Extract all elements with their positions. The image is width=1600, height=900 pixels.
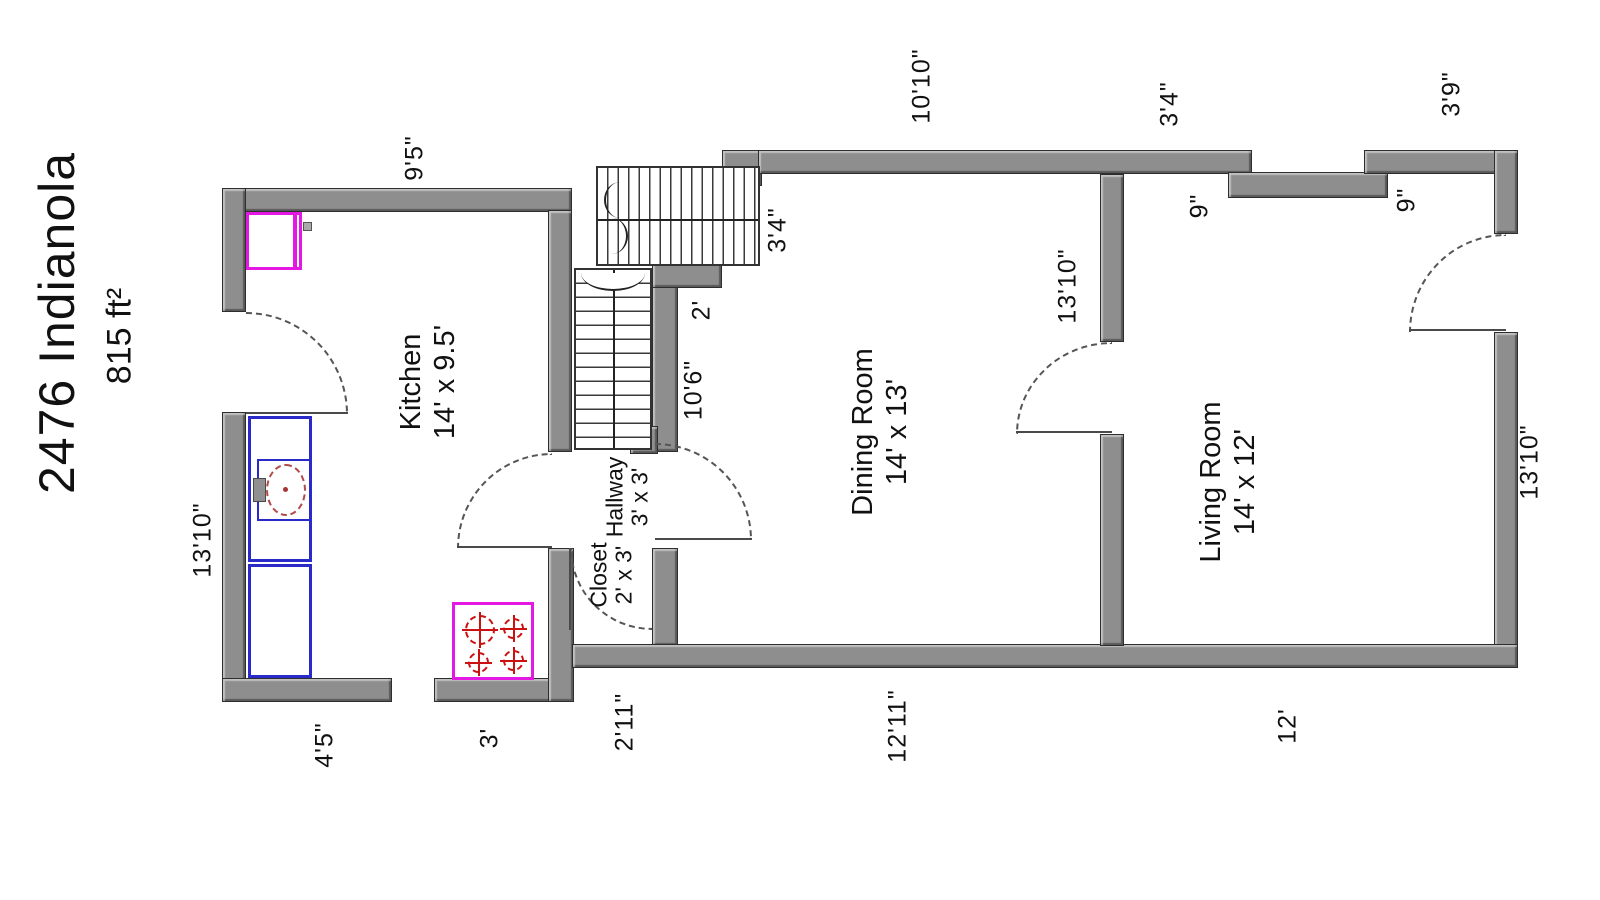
wall-divider-upper xyxy=(1100,174,1124,342)
room-label-kitchen: Kitchen 14' x 9.5' xyxy=(394,325,462,439)
dim-nook-depth-right: 9" xyxy=(1392,187,1421,213)
room-name: Kitchen xyxy=(394,333,427,431)
room-label-hallway: Hallway 3' x 3' xyxy=(601,456,654,538)
dim-kitchen-bottom-left: 4'5" xyxy=(310,722,339,768)
wall-landing-stub xyxy=(652,262,722,288)
hallway-dining-door-arc xyxy=(655,443,752,540)
dim-top-right-width: 3'9" xyxy=(1437,71,1466,117)
room-name: Hallway xyxy=(601,456,628,538)
wall-kitchen-left-upper xyxy=(222,188,246,312)
dim-landing-depth: 2' xyxy=(687,299,716,321)
hallway-dining-door-leaf xyxy=(655,538,752,540)
dim-kitchen-top-width: 9'5" xyxy=(400,135,429,181)
dim-nook-depth-left: 9" xyxy=(1185,193,1214,219)
dim-dining-wall-height: 13'10" xyxy=(1053,248,1082,324)
room-label-living: Living Room 14' x 12' xyxy=(1194,401,1262,562)
refrigerator-knob xyxy=(303,222,312,231)
dim-dining-bottom-width: 12'11" xyxy=(883,689,912,763)
room-size: 3' x 3' xyxy=(627,467,653,527)
room-label-dining: Dining Room 14' x 13' xyxy=(846,348,914,516)
wall-kitchen-top xyxy=(222,188,572,212)
stove-burner xyxy=(500,647,527,674)
wall-kitchen-bottom-left xyxy=(222,678,392,702)
stair-direction-arrow xyxy=(581,273,645,291)
dim-dining-top-width: 10'10" xyxy=(907,48,936,124)
plan-area: 815 ft² xyxy=(100,287,139,385)
dim-entry-stairs-width: 3'4" xyxy=(763,207,792,253)
wall-nook-recessed xyxy=(1228,172,1388,198)
stair-center-rail xyxy=(613,270,615,448)
stove-burner xyxy=(462,612,498,648)
wall-kitchen-left-lower xyxy=(222,412,246,702)
closet-door-leaf xyxy=(569,548,571,630)
dining-living-door-arc xyxy=(1016,342,1112,434)
hallway-kitchen-door-leaf xyxy=(457,546,552,548)
stove xyxy=(452,602,534,680)
stair-mid-rail xyxy=(598,219,758,221)
interior-stairs xyxy=(574,268,652,450)
stair-direction-arrow xyxy=(604,182,620,218)
room-name: Living Room xyxy=(1194,401,1227,563)
refrigerator xyxy=(246,212,302,270)
stove-burner xyxy=(500,615,527,642)
room-label-closet: Closet 2' x 3' xyxy=(585,542,638,608)
stove-burner xyxy=(465,649,492,676)
front-door-leaf xyxy=(1409,329,1506,331)
dim-kitchen-bottom-right: 3' xyxy=(475,727,504,749)
entry-stairs xyxy=(596,166,760,266)
room-size: 14' x 13' xyxy=(881,378,913,486)
wall-top-main xyxy=(758,150,1252,174)
front-door-arc xyxy=(1409,234,1506,332)
wall-right-upper xyxy=(1494,150,1518,234)
dim-living-bottom-width: 12' xyxy=(1273,708,1302,744)
hallway-kitchen-door-arc xyxy=(457,453,552,548)
wall-right-lower xyxy=(1494,332,1518,668)
dim-nook-left-width: 3'4" xyxy=(1155,81,1184,127)
stair-direction-arrow xyxy=(612,218,628,254)
room-size: 14' x 9.5' xyxy=(429,324,461,440)
room-name: Closet xyxy=(585,542,612,608)
room-size: 14' x 12' xyxy=(1229,428,1261,536)
kitchen-counter-lower xyxy=(248,564,312,678)
wall-kitchen-right-upper xyxy=(548,210,572,452)
room-size: 2' x 3' xyxy=(611,545,637,605)
kitchen-exterior-door-leaf xyxy=(246,412,348,414)
wall-closet-right xyxy=(652,548,678,646)
dim-closet-bottom-width: 2'11" xyxy=(610,692,639,752)
kitchen-exterior-door-arc xyxy=(246,312,348,414)
wall-stairs-right xyxy=(652,266,678,452)
refrigerator-door-edge xyxy=(293,215,297,267)
wall-divider-lower xyxy=(1100,434,1124,646)
dim-stairs-length: 10'6" xyxy=(679,359,708,421)
room-name: Dining Room xyxy=(846,348,879,516)
sink-faucet xyxy=(253,478,266,502)
sink-drain xyxy=(283,487,288,492)
wall-top-right xyxy=(1364,150,1518,174)
plan-title: 2476 Indianola xyxy=(29,151,85,495)
dim-living-right-height: 13'10" xyxy=(1515,424,1544,500)
dining-living-door-leaf xyxy=(1016,431,1112,433)
wall-bottom-main xyxy=(572,644,1518,668)
dim-kitchen-left-height: 13'10" xyxy=(188,502,217,578)
